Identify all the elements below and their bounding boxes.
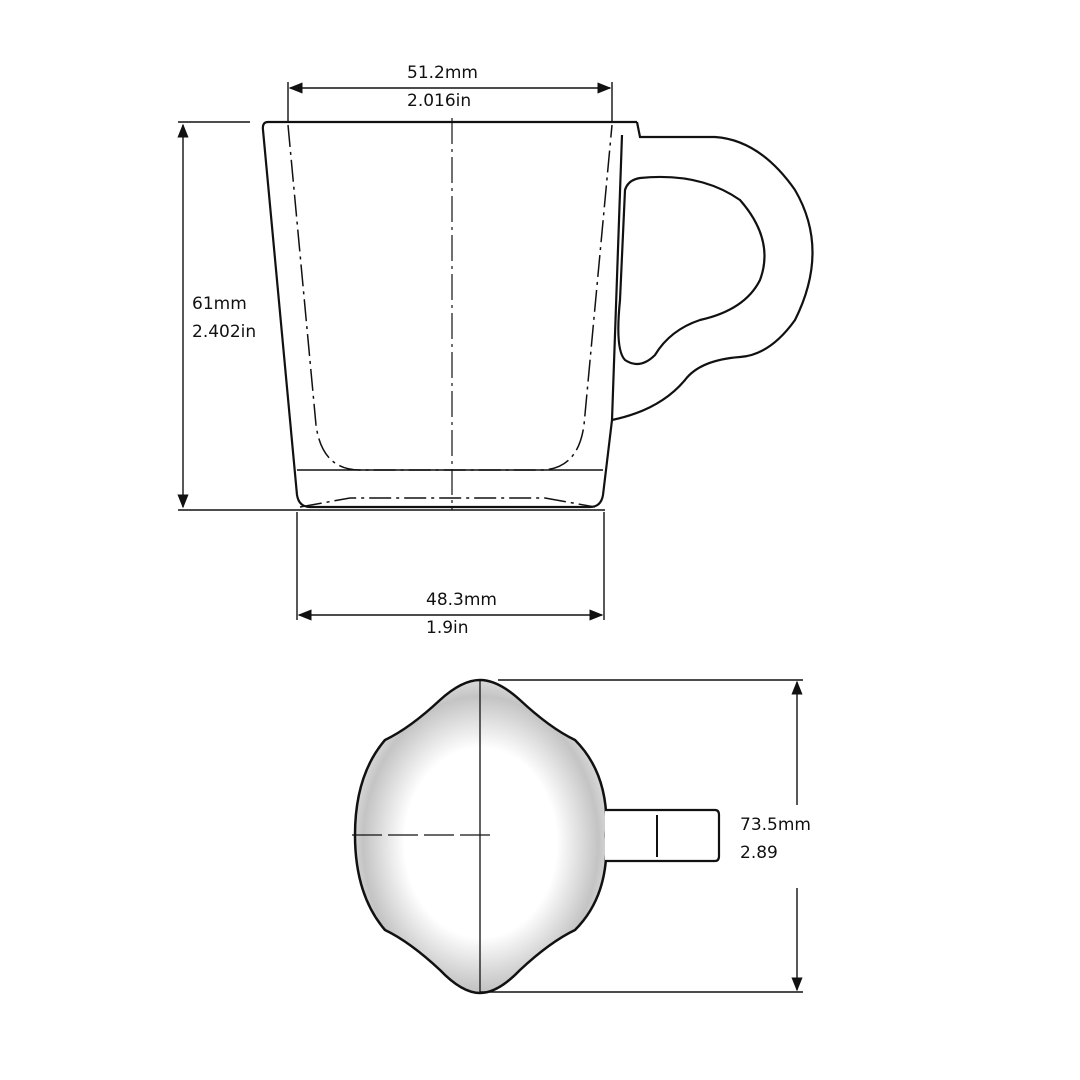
top-width-mm: 51.2mm: [407, 63, 478, 83]
length-mm: 73.5mm: [740, 815, 811, 835]
height-in: 2.402in: [192, 322, 257, 342]
top-view: [352, 678, 721, 995]
cup-inner-outline: [287, 124, 613, 471]
cup-handle: [611, 121, 814, 422]
bottom-width-mm: 48.3mm: [426, 590, 497, 610]
cup-top-outline: [353, 678, 608, 995]
bottom-width-in: 1.9in: [426, 618, 469, 638]
height-mm: 61mm: [192, 294, 247, 314]
length-in: 2.89: [740, 843, 778, 863]
cup-outer-outline: [261, 120, 637, 509]
top-width-in: 2.016in: [407, 91, 472, 111]
top-dimensions: [480, 679, 803, 993]
cup-foot: [299, 497, 596, 508]
side-dimensions: [177, 82, 613, 621]
side-view: [261, 118, 814, 510]
handle-top: [605, 808, 721, 863]
